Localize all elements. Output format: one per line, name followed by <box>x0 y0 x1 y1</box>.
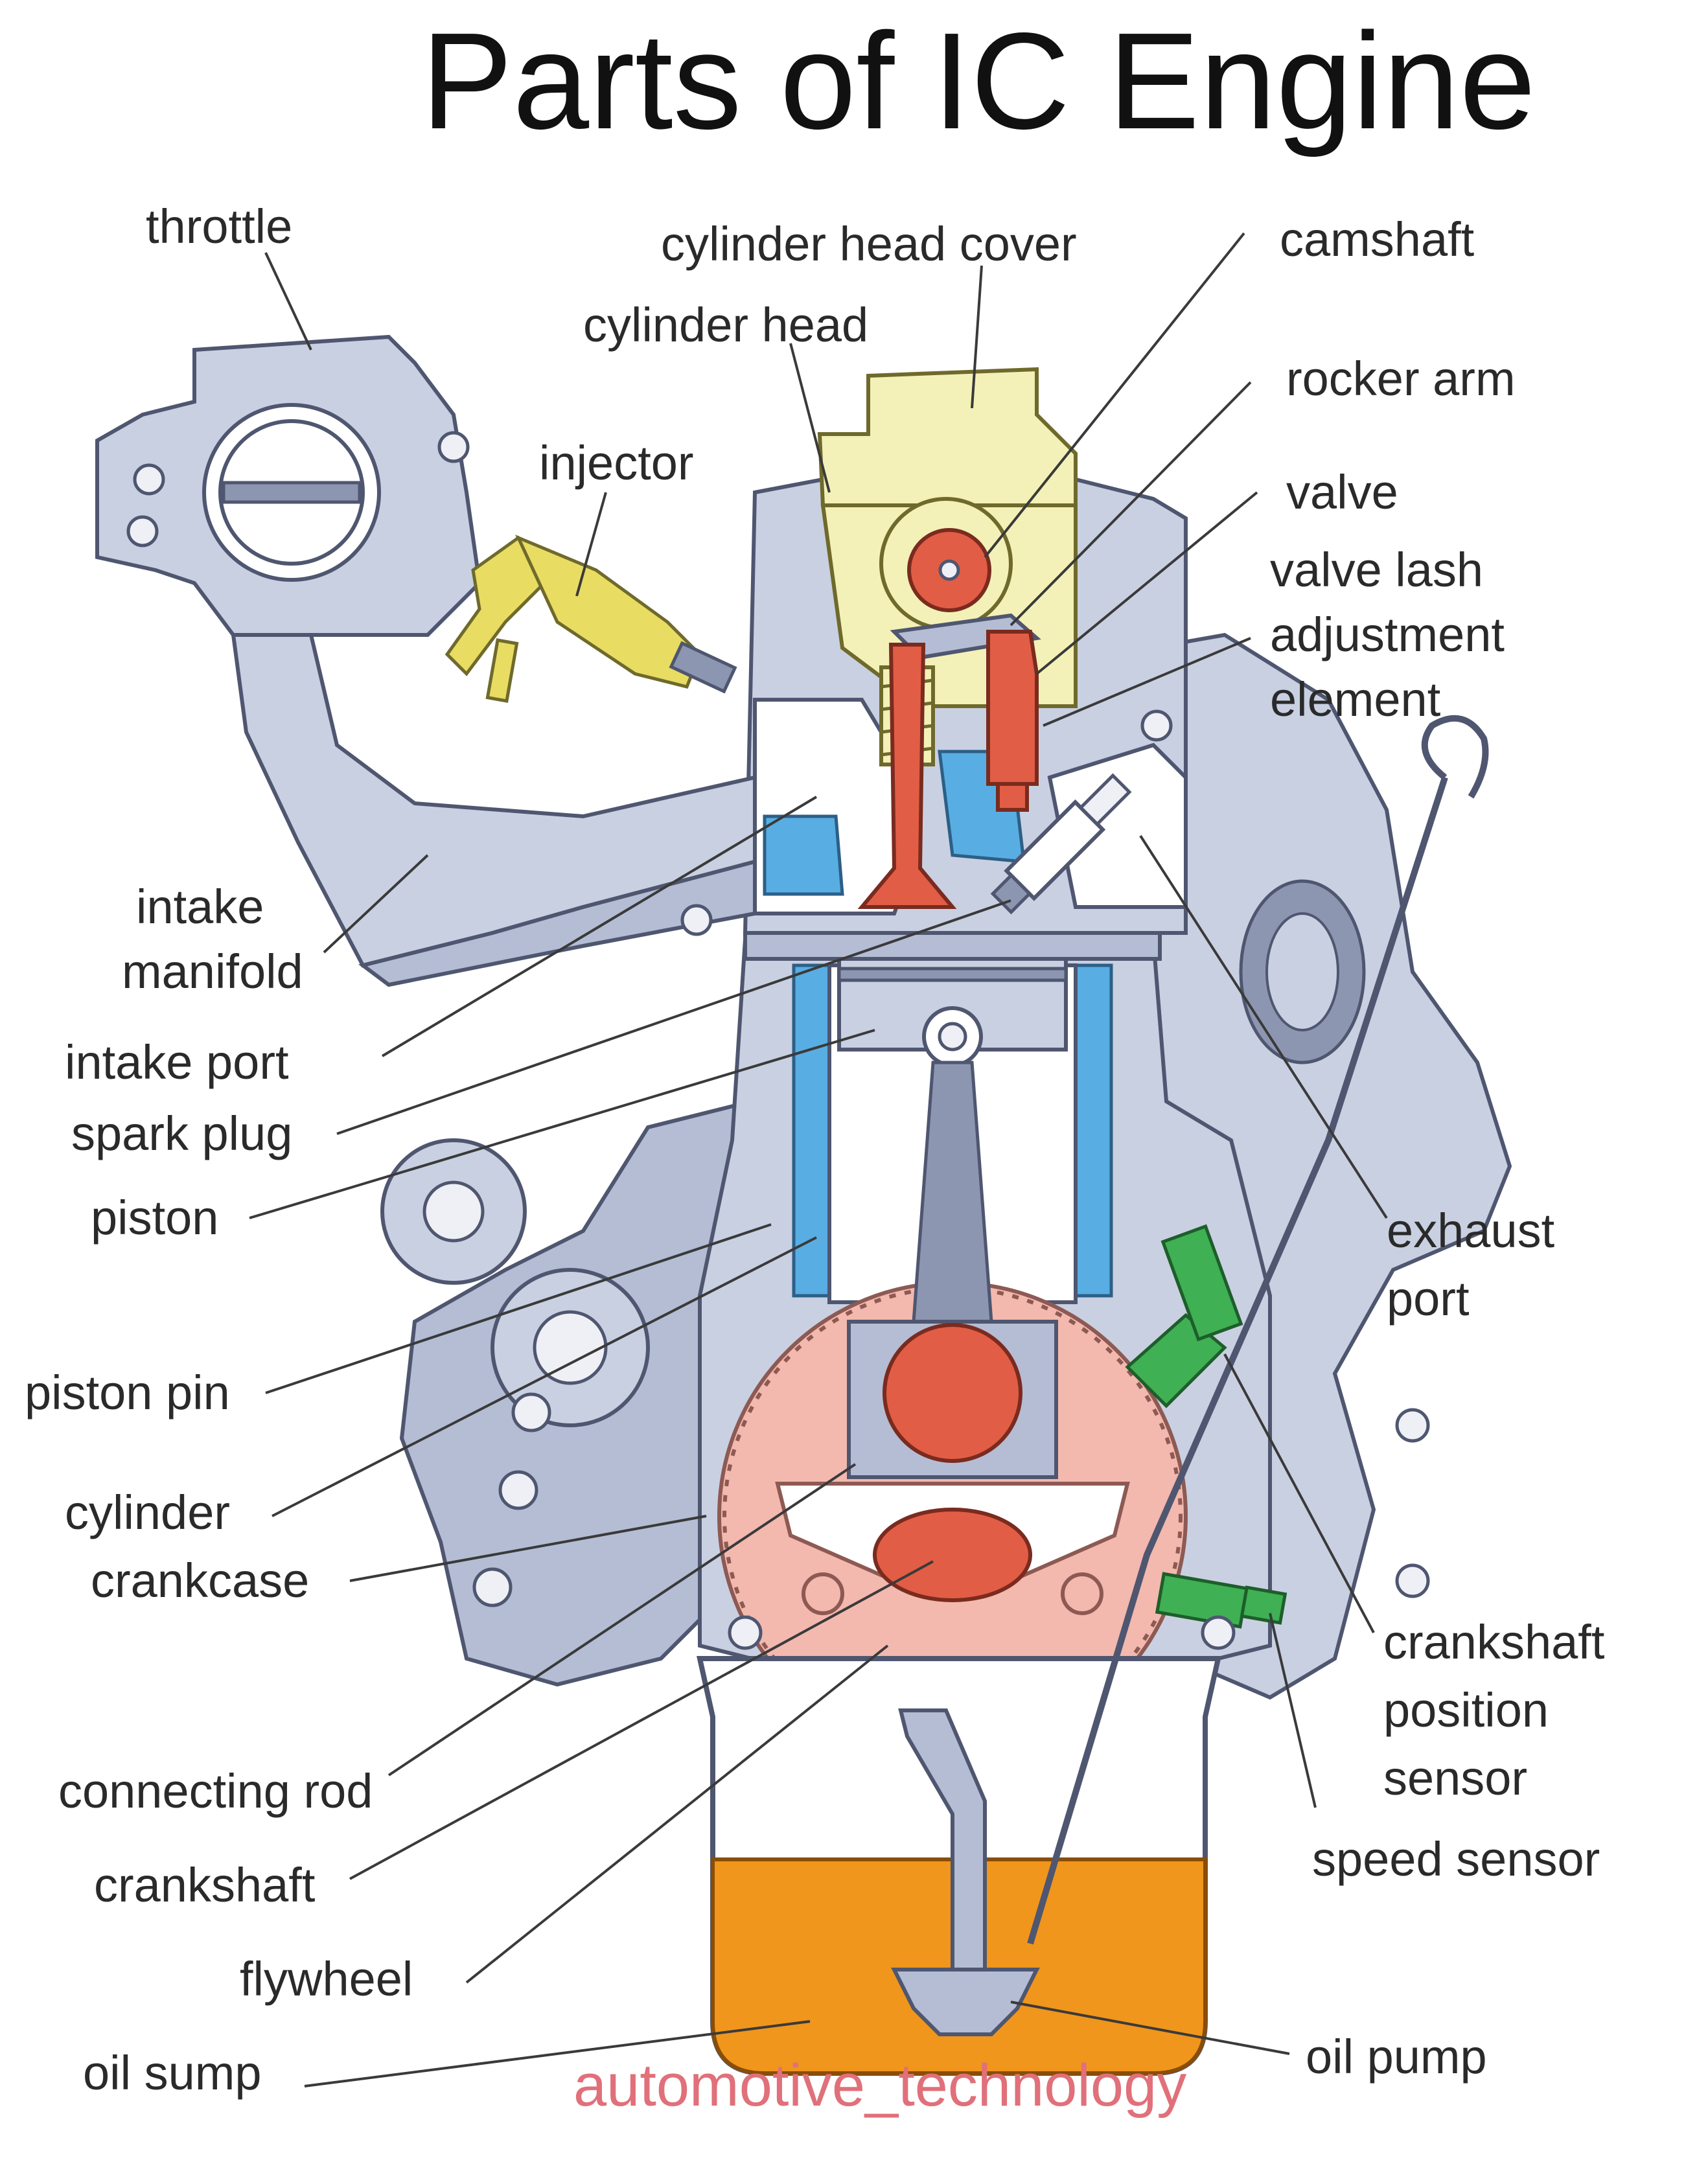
dipstick-loop <box>1421 715 1489 799</box>
block-bolt-4 <box>1395 1563 1430 1598</box>
block-bolt-3 <box>1395 1408 1430 1443</box>
cylinder-head-cover <box>817 367 1078 507</box>
crankpin <box>883 1323 1022 1463</box>
page-title: Parts of IC Engine <box>421 4 1536 157</box>
label-intake-port: intake port <box>65 1035 289 1089</box>
leader-connecting-rod <box>387 1463 857 1776</box>
leader-flywheel <box>465 1644 889 1984</box>
throttle-bolt-1 <box>133 463 165 496</box>
label-crankshaft-position-sensor-1: crankshaft <box>1383 1615 1605 1669</box>
label-exhaust-port-1: exhaust <box>1387 1204 1555 1258</box>
label-crankshaft-position-sensor-3: sensor <box>1383 1751 1527 1805</box>
leader-intake-port <box>381 796 818 1057</box>
label-piston: piston <box>91 1191 218 1245</box>
label-connecting-rod: connecting rod <box>58 1764 373 1818</box>
head-bolt-2 <box>1140 709 1173 742</box>
leader-crankshaft <box>349 1560 934 1880</box>
leader-crankcase <box>349 1515 707 1582</box>
label-valve: valve <box>1286 465 1398 519</box>
lash-adjuster-base <box>996 782 1029 812</box>
leader-camshaft <box>984 232 1245 558</box>
label-oil-sump: oil sump <box>83 2046 262 2100</box>
label-valve-lash-2: adjustment <box>1270 608 1505 661</box>
crankshaft-counterweight <box>873 1508 1032 1602</box>
label-cylinder-head: cylinder head <box>583 298 868 352</box>
head-bolt-1 <box>680 904 713 936</box>
piston-ring <box>837 967 1068 982</box>
cam-center <box>938 559 960 581</box>
leader-rocker-arm <box>1010 381 1252 626</box>
label-crankcase: crankcase <box>91 1554 309 1607</box>
leader-cylinder <box>271 1236 817 1517</box>
head-coolant-left <box>763 814 844 896</box>
piston-pin-inner <box>938 1022 967 1052</box>
leader-throttle <box>264 252 312 351</box>
label-valve-lash-3: element <box>1270 672 1441 726</box>
valve <box>857 643 957 909</box>
label-exhaust-port-2: port <box>1387 1272 1470 1326</box>
watermark-text: automotive_technology <box>573 2052 1186 2119</box>
label-intake-manifold-2: manifold <box>122 945 303 998</box>
label-spark-plug: spark plug <box>71 1107 292 1160</box>
bolt-3 <box>472 1567 513 1607</box>
leader-oil-sump <box>304 2020 811 2087</box>
label-throttle: throttle <box>146 200 292 253</box>
label-rocker-arm: rocker arm <box>1286 352 1516 406</box>
throttle-plate <box>222 481 362 504</box>
flywheel-bolt-right <box>1061 1572 1103 1615</box>
leader-valve <box>1035 491 1258 675</box>
leader-lines <box>249 232 1388 2087</box>
leader-exhaust-port <box>1139 834 1388 1219</box>
label-piston-pin: piston pin <box>25 1366 230 1420</box>
leader-oil-pump <box>1010 2001 1290 2055</box>
label-crankshaft: crankshaft <box>94 1858 316 1912</box>
label-intake-manifold-1: intake <box>136 880 264 934</box>
leader-piston <box>249 1029 875 1219</box>
engine-illustration <box>95 334 1512 2076</box>
label-crankshaft-position-sensor-2: position <box>1383 1683 1549 1737</box>
oil-pump <box>891 1968 1040 2036</box>
fuel-injector <box>444 535 737 703</box>
leader-intake-manifold <box>323 854 429 954</box>
throttle-bore-rim <box>218 419 365 566</box>
throttle-bolt-2 <box>126 515 159 547</box>
throttle-bolt-3 <box>437 431 470 463</box>
bracket-boss-inner <box>533 1310 608 1385</box>
alternator-hub <box>422 1180 485 1243</box>
label-speed-sensor: speed sensor <box>1312 1832 1600 1886</box>
crankshaft-position-sensor <box>1125 1224 1243 1408</box>
label-valve-lash-1: valve lash <box>1270 543 1483 597</box>
leader-valve-lash <box>1043 637 1251 727</box>
leader-speed-sensor <box>1269 1613 1317 1808</box>
exhaust-port-passage <box>1047 742 1188 909</box>
label-oil-pump: oil pump <box>1306 2030 1487 2084</box>
flywheel-bolt-left <box>802 1572 844 1615</box>
block-deck <box>743 931 1162 961</box>
label-cylinder-head-cover: cylinder head cover <box>661 217 1077 271</box>
leader-spark-plug <box>336 899 1011 1135</box>
label-flywheel: flywheel <box>240 1952 413 2006</box>
coolant-jacket-right <box>1074 963 1113 1298</box>
labels: throttle cylinder head cover camshaft cy… <box>25 200 1605 2100</box>
leader-crankshaft-position-sensor <box>1223 1353 1375 1633</box>
label-cylinder: cylinder <box>65 1486 230 1539</box>
bolt-2 <box>498 1470 538 1510</box>
leader-injector <box>575 492 607 597</box>
label-camshaft: camshaft <box>1280 213 1475 266</box>
valve-lash-adjuster <box>986 630 1039 786</box>
bolt-1 <box>511 1392 551 1432</box>
exhaust-port-inner <box>1265 912 1339 1031</box>
leader-cylinder-head-cover <box>971 265 983 409</box>
leader-piston-pin <box>265 1223 772 1394</box>
block-bolt-1 <box>728 1615 763 1650</box>
oil-dipstick <box>1027 776 1448 1945</box>
label-injector: injector <box>539 436 694 490</box>
leader-cylinder-head <box>789 343 831 493</box>
block-bolt-2 <box>1201 1615 1236 1650</box>
speed-sensor <box>1155 1572 1287 1629</box>
